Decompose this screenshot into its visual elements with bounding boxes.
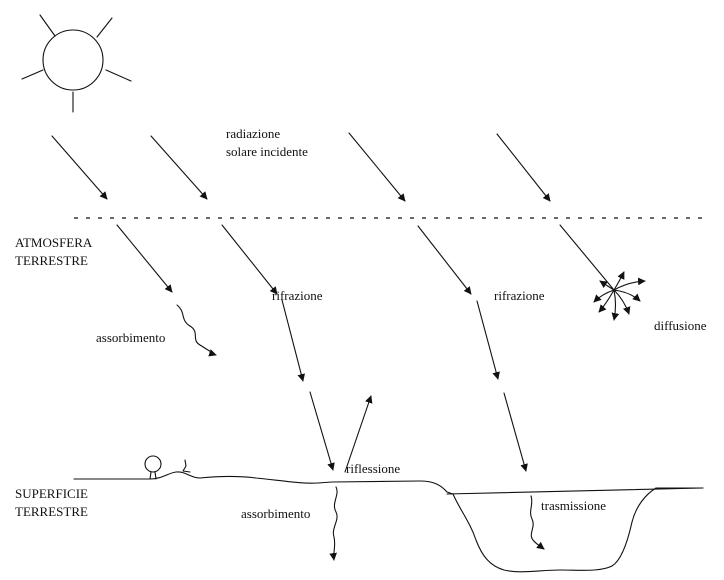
absorption-atmosphere-label: assorbimento bbox=[96, 330, 165, 345]
absorption-squiggle-tip bbox=[208, 349, 217, 357]
reflected-ray-arrow bbox=[344, 395, 373, 473]
refracted-ray-segment bbox=[309, 391, 335, 471]
diffusion-label: diffusione bbox=[654, 318, 707, 333]
small-figure-icon bbox=[182, 459, 191, 473]
refracted-ray-segment bbox=[281, 299, 305, 382]
refracted-ray-segment bbox=[503, 392, 528, 472]
refracted-ray-segment bbox=[476, 300, 500, 380]
reflection-label: riflessione bbox=[346, 461, 400, 476]
surface-label-line1: SUPERFICIE bbox=[15, 486, 88, 501]
diffused-ray bbox=[559, 224, 615, 291]
ground-surface bbox=[73, 471, 704, 573]
absorbed-ray-arrow bbox=[116, 224, 173, 293]
atmosphere-rays bbox=[116, 224, 646, 473]
water-surface bbox=[446, 487, 704, 495]
incident-label-line2: solare incidente bbox=[226, 144, 308, 159]
water-basin bbox=[452, 487, 704, 573]
refraction-right-label: rifrazione bbox=[494, 288, 545, 303]
surface-label-line2: TERRESTRE bbox=[15, 504, 88, 519]
incident-arrow bbox=[496, 133, 551, 202]
refracted-ray-segment bbox=[221, 224, 278, 295]
absorption-squiggle bbox=[176, 304, 215, 355]
sun-icon bbox=[21, 14, 132, 113]
diffusion-scatter-arrows bbox=[593, 271, 646, 321]
incident-arrow bbox=[150, 135, 208, 200]
incident-arrow bbox=[348, 132, 406, 202]
incident-label-line1: radiazione bbox=[226, 126, 280, 141]
transmission-label: trasmissione bbox=[541, 498, 606, 513]
incident-arrow bbox=[51, 135, 108, 200]
absorption-surface-label: assorbimento bbox=[241, 506, 310, 521]
transmission-squiggle bbox=[530, 495, 545, 550]
refraction-left-label: rifrazione bbox=[272, 288, 323, 303]
surface-absorption-squiggle bbox=[329, 486, 338, 561]
tree-icon bbox=[144, 455, 162, 480]
refracted-ray-segment bbox=[417, 225, 472, 295]
atmosphere-label-line2: TERRESTRE bbox=[15, 253, 88, 268]
atmosphere-label-line1: ATMOSFERA bbox=[15, 235, 93, 250]
incident-arrows bbox=[51, 132, 551, 202]
